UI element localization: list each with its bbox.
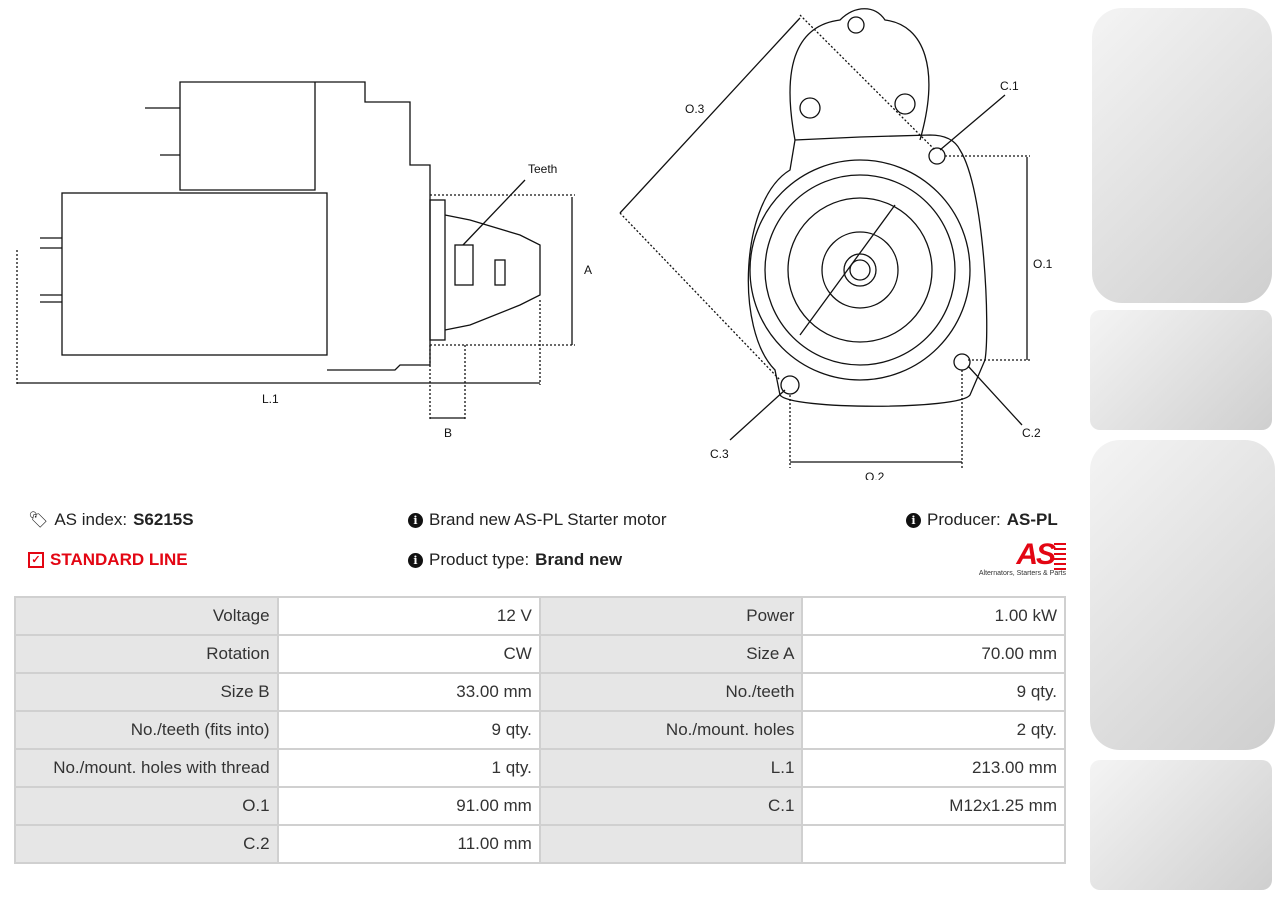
spec-value: 213.00 mm — [801, 748, 1066, 788]
spec-value: 70.00 mm — [801, 634, 1066, 674]
spec-value: 11.00 mm — [276, 824, 541, 864]
spec-label: C.2 — [14, 824, 279, 864]
c3-label: C.3 — [710, 447, 729, 461]
teeth-label: Teeth — [528, 162, 557, 176]
o2-label: O.2 — [865, 470, 885, 480]
tags-icon: 🏷 — [28, 512, 49, 529]
spec-value: 33.00 mm — [276, 672, 541, 712]
info-icon: i — [906, 512, 921, 528]
spec-label: Rotation — [14, 634, 279, 674]
technical-drawing: Teeth A B L.1 O.3 C.1 O.1 C.2 C.3 O.2 — [16, 8, 1053, 480]
o1-label: O.1 — [1033, 257, 1053, 271]
spec-value: 12 V — [276, 596, 541, 636]
spec-label: O.1 — [14, 786, 279, 826]
spec-label: No./mount. holes — [538, 710, 804, 750]
o3-label: O.3 — [685, 102, 705, 116]
spec-label: C.1 — [538, 786, 804, 826]
spec-value: 9 qty. — [801, 672, 1066, 712]
product-photo-front — [1092, 8, 1272, 303]
spec-label: L.1 — [538, 748, 804, 788]
standard-line: ✓ STANDARD LINE — [28, 550, 188, 570]
product-photo-side-2 — [1090, 760, 1272, 890]
info-icon: i — [408, 512, 423, 528]
spec-value: 91.00 mm — [276, 786, 541, 826]
l1-label: L.1 — [262, 392, 279, 406]
spec-value: 2 qty. — [801, 710, 1066, 750]
spec-label: Size A — [538, 634, 804, 674]
info-icon: i — [408, 552, 423, 568]
spec-value: 9 qty. — [276, 710, 541, 750]
front-view-drawing: O.3 C.1 O.1 C.2 C.3 O.2 — [619, 8, 1053, 480]
spec-label: Size B — [14, 672, 279, 712]
product-photo-rear — [1090, 440, 1275, 750]
c2-label: C.2 — [1022, 426, 1041, 440]
side-view-drawing: Teeth A B L.1 — [16, 81, 592, 440]
spec-value: CW — [276, 634, 541, 674]
spec-value: 1 qty. — [276, 748, 541, 788]
as-pl-logo: AS Alternators, Starters & Parts — [966, 540, 1066, 577]
spec-label: Voltage — [14, 596, 279, 636]
spec-label: No./mount. holes with thread — [14, 748, 279, 788]
spec-label — [538, 824, 804, 864]
a-label: A — [584, 263, 592, 277]
c1-label: C.1 — [1000, 79, 1019, 93]
b-label: B — [444, 426, 452, 440]
product-photo-side — [1090, 310, 1272, 430]
spec-value — [801, 824, 1066, 864]
spec-label: No./teeth (fits into) — [14, 710, 279, 750]
spec-label: Power — [538, 596, 804, 636]
checkbox-icon: ✓ — [28, 552, 44, 568]
as-index: 🏷 AS index:S6215S — [28, 510, 194, 529]
table-row: No./teeth (fits into)9 qty.No./mount. ho… — [14, 710, 1066, 750]
spec-label: No./teeth — [538, 672, 804, 712]
spec-value: 1.00 kW — [801, 596, 1066, 636]
spec-value: M12x1.25 mm — [801, 786, 1066, 826]
